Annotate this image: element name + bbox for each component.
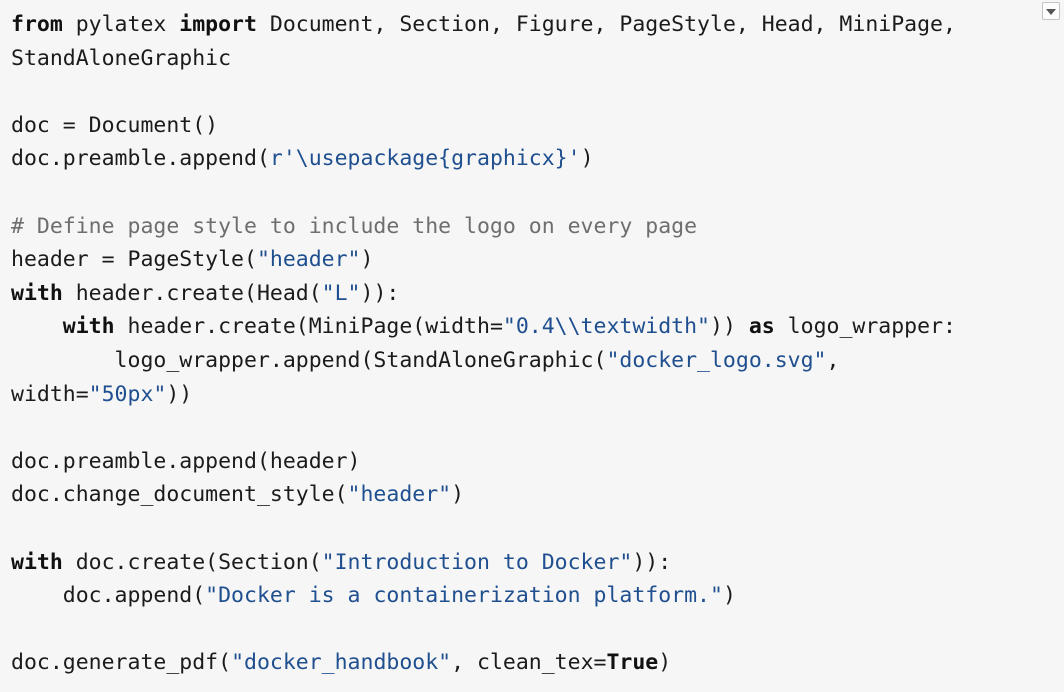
code-token: "header" [256, 247, 361, 273]
code-token: doc.append( [11, 583, 206, 609]
code-token: StandAloneGraphic [11, 45, 232, 71]
code-line: doc.preamble.append(header) [11, 445, 1064, 479]
code-token: ) [580, 146, 594, 172]
code-line: logo_wrapper.append(StandAloneGraphic("d… [11, 344, 1064, 378]
code-token: ) [722, 583, 736, 609]
code-line: doc.generate_pdf("docker_handbook", clea… [11, 646, 1064, 680]
code-token: doc.change_document_style( [11, 482, 348, 508]
chevron-down-icon [1046, 9, 1056, 15]
code-token: pylatex [62, 12, 180, 37]
code-token: import [179, 12, 257, 37]
code-line: doc.append("Docker is a containerization… [11, 579, 1064, 613]
code-token: header = PageStyle( [11, 247, 257, 273]
code-token: "L" [321, 280, 361, 306]
code-token: with [62, 314, 115, 340]
code-line: StandAloneGraphic [11, 42, 1064, 76]
code-token: "0.4\\textwidth" [502, 314, 710, 340]
code-token: )) [710, 314, 749, 340]
dropdown-toggle-button[interactable] [1042, 2, 1060, 20]
code-token: )): [632, 549, 672, 575]
code-token: with [11, 549, 63, 575]
code-line: with header.create(MiniPage(width="0.4\\… [11, 310, 1064, 344]
code-token: Document, Section, Figure, PageStyle, He… [256, 12, 956, 37]
code-token: doc.preamble.append(header) [11, 448, 361, 474]
code-token: "docker_logo.svg" [606, 347, 827, 373]
code-token: doc = Document() [11, 112, 219, 138]
code-token: header.create(MiniPage(width= [114, 314, 503, 340]
code-line [11, 176, 1064, 210]
code-token: as [748, 314, 775, 340]
code-token: "Docker is a containerization platform." [205, 583, 723, 609]
code-token: "docker_handbook" [231, 650, 452, 676]
code-line [11, 411, 1064, 445]
code-token [11, 314, 63, 339]
code-block[interactable]: from pylatex import Document, Section, F… [11, 8, 1064, 680]
code-token: # Define page style to include the logo … [11, 213, 698, 239]
code-token: logo_wrapper: [774, 314, 956, 340]
code-line: width="50px")) [11, 378, 1064, 412]
code-line: doc.change_document_style("header") [11, 478, 1064, 512]
code-token: ) [658, 650, 672, 676]
code-line: with header.create(Head("L")): [11, 277, 1064, 311]
code-token: , clean_tex= [451, 650, 607, 676]
code-line [11, 613, 1064, 647]
code-token: from [11, 12, 63, 37]
code-line: doc.preamble.append(r'\usepackage{graphi… [11, 142, 1064, 176]
code-token: with [11, 280, 63, 306]
code-line [11, 75, 1064, 109]
code-token: width= [11, 381, 89, 407]
code-token: logo_wrapper.append(StandAloneGraphic( [11, 347, 607, 373]
code-line [11, 512, 1064, 546]
code-token: ) [360, 247, 374, 273]
code-line: from pylatex import Document, Section, F… [11, 8, 1064, 42]
code-token: "50px" [88, 381, 167, 407]
code-token: r'\usepackage{graphicx}' [269, 146, 581, 172]
code-token: "Introduction to Docker" [321, 549, 633, 575]
code-token: ) [451, 482, 465, 508]
code-token: , [826, 347, 840, 373]
code-token: )): [360, 280, 400, 306]
code-token: "header" [347, 482, 452, 508]
code-token: doc.create(Section( [62, 549, 322, 575]
code-line: # Define page style to include the logo … [11, 210, 1064, 244]
code-token: )) [166, 381, 193, 407]
code-token: header.create(Head( [62, 280, 322, 306]
code-line: with doc.create(Section("Introduction to… [11, 546, 1064, 580]
code-token: doc.preamble.append( [11, 146, 270, 172]
code-token: doc.generate_pdf( [11, 650, 232, 676]
code-line: header = PageStyle("header") [11, 243, 1064, 277]
code-token: True [606, 650, 659, 676]
code-line: doc = Document() [11, 109, 1064, 143]
